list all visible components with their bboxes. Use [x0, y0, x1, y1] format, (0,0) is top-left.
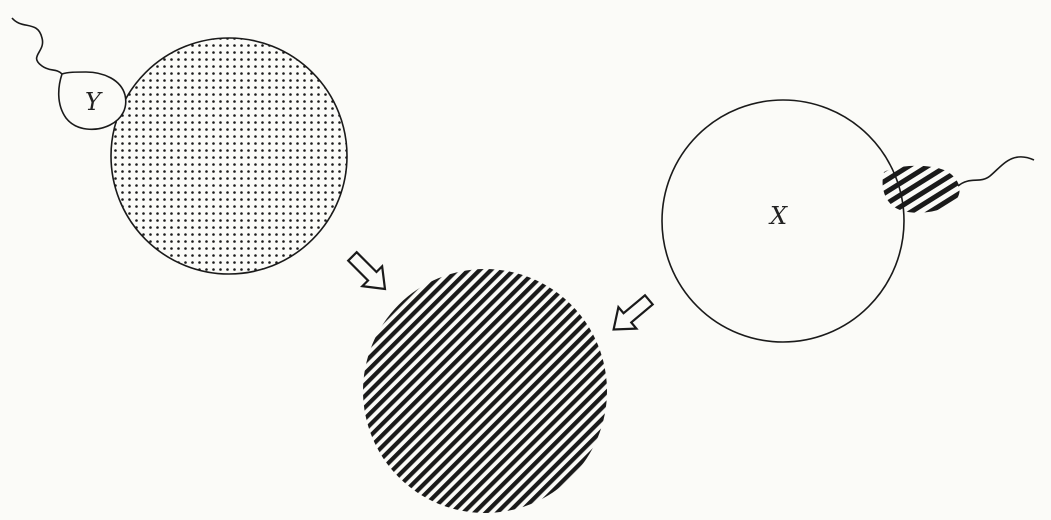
label-x: X	[768, 202, 788, 230]
arrow-down-right-icon	[343, 247, 395, 299]
cell-y-body	[111, 38, 347, 274]
cell-x-body: X	[662, 100, 904, 342]
cell-x-nucleus	[883, 157, 1034, 213]
arrow-down-left-icon	[605, 289, 658, 340]
label-y: Y	[85, 88, 103, 116]
cell-y-nucleus: Y	[12, 18, 126, 129]
merged-cell	[363, 269, 607, 513]
